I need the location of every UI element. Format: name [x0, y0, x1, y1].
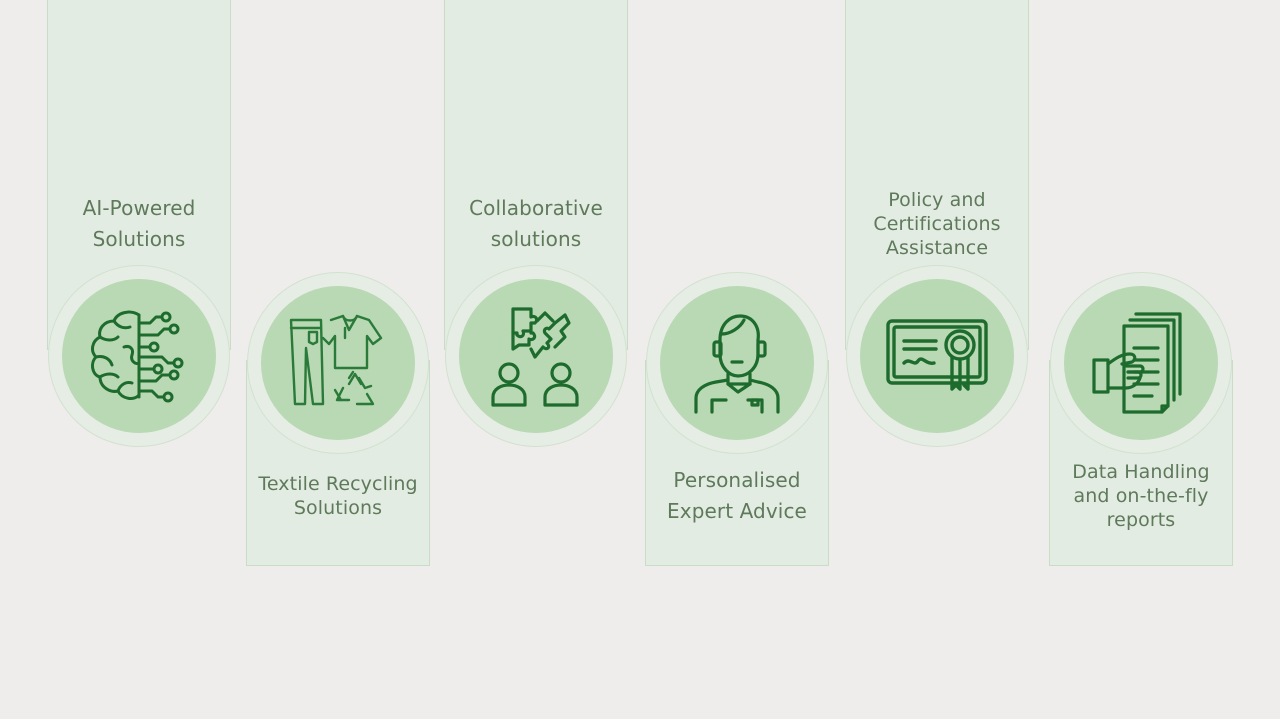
card-label-line: AI-Powered	[82, 196, 196, 220]
card-label-line: Textile Recycling	[258, 473, 418, 495]
card-label-line: Certifications	[873, 213, 1001, 235]
card-label-expert: Personalised Expert Advice	[645, 465, 829, 527]
card-label-line: solutions	[490, 227, 582, 251]
card-disc-expert	[646, 272, 828, 454]
documents-hand-icon	[1092, 312, 1182, 414]
card-disc-data	[1050, 272, 1232, 454]
card-label-line: Solutions	[293, 497, 383, 519]
card-label-collab: Collaborative solutions	[444, 193, 628, 255]
brain-circuit-icon	[91, 310, 184, 403]
card-disc-textile	[247, 272, 429, 454]
clothes-recycle-icon	[289, 314, 383, 406]
card-label-line: and on-the-fly	[1073, 485, 1209, 507]
card-disc-collab	[445, 265, 627, 447]
puzzle-team-icon	[491, 307, 579, 407]
card-label-line: reports	[1106, 509, 1176, 531]
card-label-line: Solutions	[92, 227, 186, 251]
card-label-line: Data Handling	[1072, 461, 1210, 483]
card-disc-ai	[48, 265, 230, 447]
card-label-ai: AI-Powered Solutions	[47, 193, 231, 255]
card-label-textile: Textile Recycling Solutions	[246, 472, 430, 520]
card-label-line: Assistance	[885, 237, 989, 259]
card-label-line: Expert Advice	[667, 499, 807, 523]
card-label-line: Policy and	[888, 189, 986, 211]
card-label-line: Personalised	[673, 468, 801, 492]
card-label-policy: Policy and Certifications Assistance	[845, 188, 1029, 260]
card-label-data: Data Handling and on-the-fly reports	[1049, 460, 1233, 532]
expert-advisor-icon	[694, 314, 780, 414]
card-label-line: Collaborative	[469, 196, 603, 220]
certificate-icon	[886, 319, 988, 391]
card-disc-policy	[846, 265, 1028, 447]
